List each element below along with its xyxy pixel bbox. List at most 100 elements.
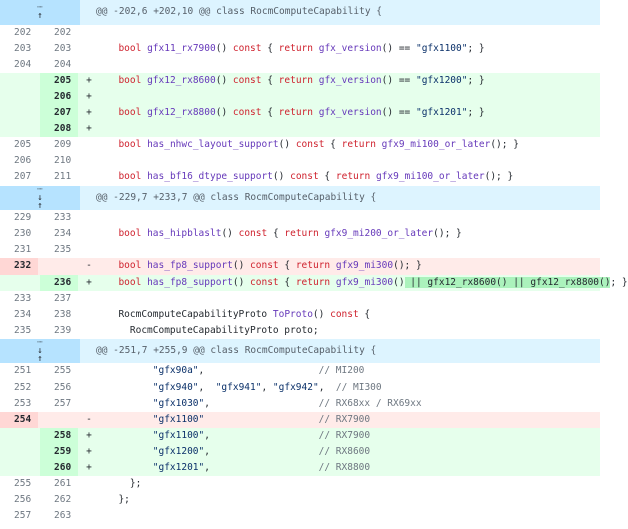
new-line-number[interactable]: 205	[40, 72, 78, 89]
new-line-number[interactable]: 209	[54, 139, 72, 151]
new-line-number[interactable]: 206	[40, 88, 78, 106]
code-token: const	[295, 139, 325, 151]
old-line-number[interactable]: 206	[14, 155, 32, 167]
code-token: {	[358, 308, 371, 320]
code-token: "gfx1030"	[152, 397, 205, 409]
new-line-number[interactable]: 261	[54, 478, 72, 490]
added-line: 259+ "gfx1200", // RX8600	[0, 443, 600, 461]
context-line: 205 209 bool has_nhwc_layout_support() co…	[0, 137, 600, 153]
context-line: 207 211 bool has_bf16_dtype_support() con…	[0, 169, 600, 185]
code-token: return	[341, 139, 376, 151]
code-token: const	[250, 260, 279, 272]
code-token: ToProto	[272, 308, 313, 320]
old-line-number[interactable]: 233	[14, 292, 32, 304]
code-token: {	[318, 171, 336, 183]
old-line-number[interactable]: 207	[14, 171, 32, 183]
new-line-number[interactable]: 211	[54, 171, 72, 183]
old-line-number[interactable]: 235	[14, 324, 32, 336]
new-line-number[interactable]: 262	[54, 494, 72, 506]
code-token: ,	[198, 381, 216, 393]
new-line-number[interactable]: 260	[40, 460, 78, 477]
old-line-number[interactable]: 229	[14, 212, 32, 224]
code-token: () ==	[381, 42, 416, 54]
old-line-number[interactable]: 252	[14, 381, 32, 393]
old-line-number[interactable]: 231	[14, 244, 32, 256]
new-line-number[interactable]: 259	[40, 443, 78, 461]
new-line-number[interactable]: 236	[40, 274, 78, 291]
code-token: "gfx1200"	[152, 445, 205, 457]
added-line: 208+	[0, 121, 600, 138]
code-token: gfx9_mi100_or_later	[375, 171, 485, 183]
old-line-number[interactable]: 205	[14, 139, 32, 151]
new-line-number[interactable]: 255	[54, 365, 72, 377]
code-token: "gfx90a"	[152, 365, 199, 377]
code-token: return	[284, 228, 319, 240]
added-line: 258+ "gfx1100", // RX7900	[0, 427, 600, 444]
hunk-header-text: @@ -251,7 +255,9 @@ class RocmComputeCap…	[96, 344, 377, 356]
code-text: bool has_bf16_dtype_support() const { re…	[107, 169, 513, 185]
context-line: 206 210	[0, 153, 600, 169]
code-text: RocmComputeCapabilityProto proto;	[107, 323, 319, 339]
code-token: return	[278, 74, 313, 86]
old-line-number[interactable]: 203	[14, 42, 32, 54]
code-token: ,	[204, 429, 319, 441]
code-text: bool has_nhwc_layout_support() const { r…	[107, 137, 518, 153]
code-token	[107, 260, 118, 271]
new-line-number[interactable]: 235	[54, 244, 72, 256]
code-text: "gfx1030", // RX68xx / RX69xx	[107, 396, 422, 412]
old-line-number[interactable]: 230	[14, 228, 32, 240]
expand-context-button[interactable]: ┈↓↑	[0, 339, 80, 364]
new-line-number[interactable]: 257	[54, 397, 72, 409]
code-token: };	[107, 478, 142, 490]
new-line-number[interactable]: 204	[54, 58, 72, 70]
old-line-number[interactable]: 234	[14, 308, 32, 320]
code-token: () ==	[381, 107, 416, 119]
old-line-number[interactable]: 253	[14, 397, 32, 409]
code-token: ,	[318, 381, 336, 393]
new-line-number[interactable]: 256	[54, 381, 72, 393]
old-line-number[interactable]: 232	[0, 258, 38, 275]
code-text: "gfx90a", // MI200	[107, 363, 365, 379]
old-line-number[interactable]: 204	[14, 58, 32, 70]
new-line-number[interactable]: 258	[40, 427, 78, 444]
old-line-number[interactable]: 202	[14, 26, 32, 38]
expand-both-icon: ┈↓↑	[37, 338, 43, 365]
new-line-number[interactable]: 203	[54, 42, 72, 54]
new-line-number[interactable]: 210	[54, 155, 72, 167]
expand-context-button[interactable]: ┈↓↑	[0, 185, 80, 210]
context-line: 233 237	[0, 291, 600, 307]
new-line-number[interactable]: 208	[40, 121, 78, 138]
new-line-number[interactable]: 239	[54, 324, 72, 336]
old-line-number[interactable]: 255	[14, 478, 32, 490]
code-text: RocmComputeCapabilityProto ToProto() con…	[107, 307, 370, 323]
expand-context-button[interactable]: ┈↑	[0, 0, 80, 25]
code-token: {	[261, 107, 279, 119]
new-line-number[interactable]: 238	[54, 308, 72, 320]
added-line: 207+ bool gfx12_rx8800() const { return …	[0, 105, 600, 122]
code-token: RocmComputeCapabilityProto proto;	[107, 324, 319, 336]
new-line-number[interactable]: 233	[54, 212, 72, 224]
old-line-number[interactable]: 254	[0, 411, 38, 428]
addition-marker: +	[86, 462, 92, 474]
old-line-number[interactable]: 256	[14, 494, 32, 506]
new-line-number[interactable]: 202	[54, 26, 72, 38]
code-token: "gfx1201"	[415, 107, 468, 119]
code-token: || gfx12_rx8600() || gfx12_rx8800()	[404, 276, 611, 288]
old-line-number[interactable]: 257	[14, 510, 32, 522]
code-token: has_fp8_support	[147, 276, 233, 288]
code-token: ()	[232, 260, 251, 272]
new-line-number[interactable]: 237	[54, 292, 72, 304]
context-line: 253 257 "gfx1030", // RX68xx / RX69xx	[0, 396, 600, 412]
new-line-number[interactable]: 234	[54, 228, 72, 240]
code-token: {	[261, 74, 279, 86]
code-token: gfx_version	[318, 107, 382, 119]
context-line: 202 202	[0, 25, 600, 41]
new-line-number[interactable]: 263	[54, 510, 72, 522]
old-line-number[interactable]: 251	[14, 365, 32, 377]
code-token: const	[290, 171, 319, 183]
code-text: };	[107, 476, 141, 492]
new-line-number[interactable]: 207	[40, 105, 78, 122]
context-line: 204 204	[0, 57, 600, 73]
